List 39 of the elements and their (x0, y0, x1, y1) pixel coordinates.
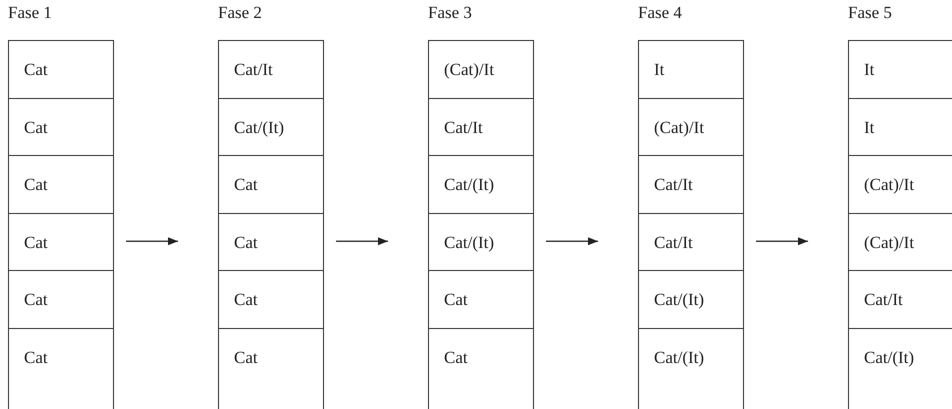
grid-cell: Cat (218, 270, 324, 328)
grid-cell: It (848, 40, 952, 98)
grid-cell: Cat (428, 270, 534, 328)
grid-cell: Cat (8, 40, 114, 98)
grid-cell: (Cat)/It (428, 40, 534, 98)
column-heading: Fase 2 (218, 2, 262, 24)
grid-cell: It (848, 98, 952, 155)
grid-cell: Cat/It (428, 98, 534, 155)
arrow (546, 237, 598, 246)
grid-cell: Cat/(It) (428, 212, 534, 270)
grid-cell: Cat/(It) (848, 328, 952, 409)
grid-cell: Cat (428, 328, 534, 409)
grid-cell: Cat (218, 212, 324, 270)
grid-cell: Cat/It (848, 270, 952, 328)
grid-cell: Cat (218, 155, 324, 212)
grid-cell: Cat (8, 270, 114, 328)
grid-cell: Cat (8, 328, 114, 409)
column-heading: Fase 3 (428, 2, 472, 24)
grid-cell: Cat (8, 98, 114, 155)
grid-cell: It (638, 40, 744, 98)
grid-cell: Cat (8, 155, 114, 212)
column-heading: Fase 1 (8, 2, 52, 24)
grid-cell: (Cat)/It (638, 98, 744, 155)
grid-cell: Cat/It (218, 40, 324, 98)
column-heading: Fase 4 (638, 2, 682, 24)
arrow (756, 237, 808, 246)
grid-cell: Cat (218, 328, 324, 409)
grid-cell: Cat/(It) (638, 270, 744, 328)
grid-cell: (Cat)/It (848, 212, 952, 270)
grid-cell: Cat/(It) (428, 155, 534, 212)
arrow (336, 237, 388, 246)
grid-cell: Cat/It (638, 212, 744, 270)
grid-cell: Cat/(It) (218, 98, 324, 155)
grid-cell: Cat (8, 212, 114, 270)
column-heading: Fase 5 (848, 2, 892, 24)
arrow (126, 237, 178, 246)
grid-cell: Cat/It (638, 155, 744, 212)
grid-cell: (Cat)/It (848, 155, 952, 212)
grid-cell: Cat/(It) (638, 328, 744, 409)
